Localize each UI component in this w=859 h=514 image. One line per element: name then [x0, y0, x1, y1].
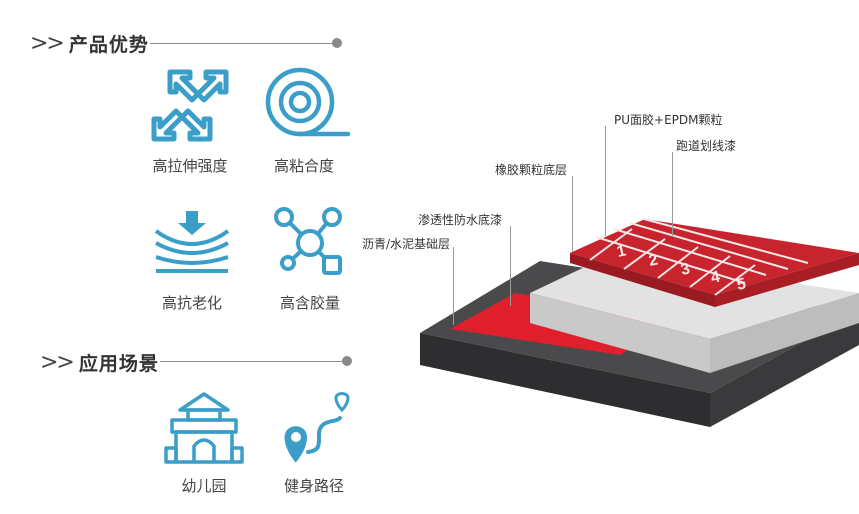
- route-pin-icon: [268, 390, 358, 465]
- feature-label-aging: 高抗老化: [161, 294, 222, 312]
- feature-label-tensile: 高拉伸强度: [152, 157, 228, 175]
- lane-number: 1: [615, 242, 627, 260]
- layer-label-rubber-base: 橡胶颗粒底层: [495, 163, 568, 177]
- chevron-icon: >>: [40, 350, 75, 375]
- chevron-icon: >>: [30, 31, 65, 56]
- expand-arrows-icon: [150, 68, 230, 143]
- lane-number: 4: [709, 268, 721, 286]
- scene-label-fitness-path: 健身路径: [283, 477, 344, 495]
- lane-number: 3: [679, 260, 691, 278]
- scenes-header-line: [160, 361, 346, 362]
- advantages-header-dot: [332, 38, 342, 48]
- kindergarten-building-icon: [164, 390, 244, 465]
- lane-number: 5: [735, 275, 747, 293]
- layer-label-foundation: 沥青/水泥基础层: [362, 237, 451, 251]
- running-surface-layer: [570, 218, 859, 307]
- track-layer-diagram: 1 2 3 4 5: [410, 195, 859, 435]
- scenes-header: >> 应用场景: [40, 349, 159, 376]
- tape-roll-icon: [262, 66, 352, 144]
- scenes-header-dot: [342, 356, 352, 366]
- advantages-title: 产品优势: [68, 34, 149, 56]
- leader-line-marking: [672, 152, 673, 237]
- advantages-header-line: [150, 43, 336, 44]
- leader-line-primer: [510, 226, 511, 306]
- advantages-header: >> 产品优势: [30, 30, 149, 57]
- layer-label-primer: 渗透性防水底漆: [418, 213, 503, 227]
- leader-line-base: [453, 247, 454, 325]
- layer-label-pu-epdm: PU面胶+EPDM颗粒: [614, 113, 723, 127]
- leader-line-pu: [605, 126, 606, 236]
- leader-line-rubber: [572, 176, 573, 252]
- molecule-icon: [270, 205, 350, 280]
- pressure-layers-icon: [152, 205, 232, 277]
- scenes-title: 应用场景: [78, 353, 159, 375]
- feature-label-adhesion: 高粘合度: [273, 157, 334, 175]
- lane-number: 2: [647, 251, 659, 269]
- feature-label-rubber-content: 高含胶量: [279, 294, 340, 312]
- scene-label-kindergarten: 幼儿园: [181, 477, 227, 495]
- layer-label-track-marking: 跑道划线漆: [676, 139, 737, 153]
